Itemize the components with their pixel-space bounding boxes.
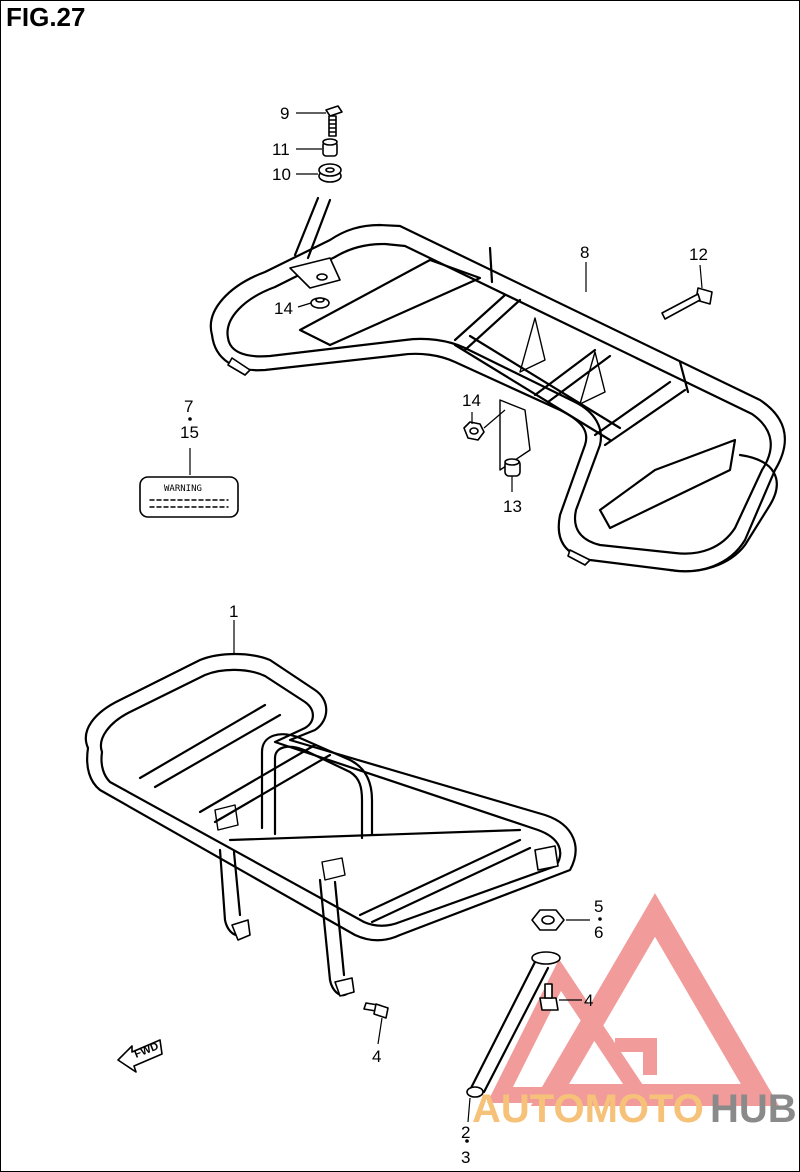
callout-4-middle: 4 [372, 1047, 381, 1066]
bolt-4a-part [539, 983, 559, 1011]
collar-13-part [504, 458, 521, 477]
nut-5-part [531, 909, 565, 931]
callout-dot-5-6 [598, 917, 602, 921]
warning-label-part [139, 476, 239, 518]
nut-14a-part [310, 297, 330, 309]
callout-12: 12 [689, 245, 708, 264]
callout-3: 3 [461, 1148, 470, 1167]
watermark-logo [487, 893, 780, 1106]
watermark-text-primary: AUTOMOTO [472, 1087, 704, 1131]
strut-2-part [466, 951, 561, 1098]
callout-13: 13 [503, 497, 522, 516]
callout-6: 6 [594, 923, 603, 942]
fwd-arrow-icon [117, 1039, 163, 1073]
callout-5: 5 [594, 897, 603, 916]
callout-9: 9 [280, 104, 289, 123]
callout-14-lower: 14 [462, 391, 481, 410]
bolt-4b-part [363, 1002, 389, 1019]
front-carrier-assembly [84, 652, 577, 997]
callout-4-right: 4 [584, 991, 593, 1010]
callout-8: 8 [580, 243, 589, 262]
callout-7: 7 [184, 397, 193, 416]
callout-10: 10 [272, 165, 291, 184]
callout-1: 1 [229, 602, 238, 621]
watermark-text-secondary: HUB [710, 1087, 797, 1131]
callout-dot-2-3 [465, 1139, 469, 1143]
callout-11: 11 [272, 140, 290, 159]
leader-lines [189, 112, 703, 1123]
nut-14b-part [463, 421, 485, 441]
callout-14-upper: 14 [274, 299, 293, 318]
callout-15: 15 [180, 423, 199, 442]
bolt-12-part [661, 287, 713, 320]
warning-label-text: WARNING [164, 484, 202, 494]
callout-2: 2 [461, 1123, 470, 1142]
callout-dot-7-15 [188, 417, 192, 421]
figure-title: FIG.27 [6, 2, 86, 32]
collar-11-part [322, 138, 338, 157]
cushion-10-part [318, 163, 342, 183]
bolt-9-part [325, 105, 343, 137]
rear-carrier-assembly [209, 196, 786, 573]
